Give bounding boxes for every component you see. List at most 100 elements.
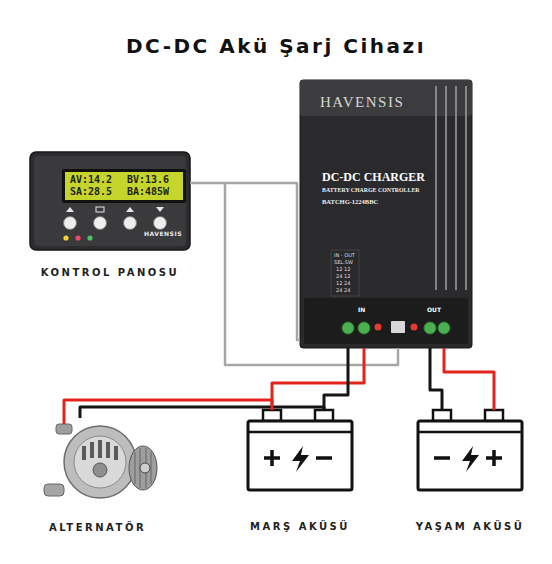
alternator-illustration-part xyxy=(135,452,136,484)
control-panel-body-part xyxy=(30,152,190,250)
starter-battery-illustration xyxy=(248,410,352,490)
house-battery-illustration-part xyxy=(486,450,502,466)
charger-body-part xyxy=(300,80,472,348)
charger-body-part xyxy=(342,322,354,334)
lcd-reading: AV:14.2 xyxy=(70,174,112,186)
starter-battery-illustration-part xyxy=(264,450,280,466)
alternator-illustration-part xyxy=(106,442,110,458)
device-label: ALTERNATÖR xyxy=(49,522,146,533)
control-panel: HAVENSISKONTROL PANOSUAV:14.2BV:13.6SA:2… xyxy=(30,152,190,250)
wire xyxy=(324,348,348,410)
charger-body-part xyxy=(438,322,450,334)
control-panel-body-part xyxy=(124,217,137,230)
alternator-illustration-part xyxy=(74,436,126,488)
lcd-reading: BV:13.6 xyxy=(127,174,169,186)
alternator-illustration-part xyxy=(129,446,157,490)
control-panel-body-part xyxy=(64,217,77,230)
alternator-illustration-part xyxy=(151,452,152,484)
control-panel-body-part xyxy=(87,235,92,240)
wire xyxy=(80,407,324,418)
cable-connector xyxy=(64,400,324,424)
wire xyxy=(444,348,494,410)
starter-battery-illustration-part xyxy=(292,446,309,472)
control-panel-body-part xyxy=(154,217,167,230)
charger-body-part xyxy=(445,86,447,290)
control-panel-body-part xyxy=(63,235,68,240)
alternator-illustration-part xyxy=(64,426,136,498)
house-battery-illustration-part xyxy=(418,431,522,434)
table-cell: 24 24 xyxy=(336,287,350,293)
charger-body-part xyxy=(411,324,418,331)
diagram-title: DC-DC Akü Şarj Cihazı xyxy=(0,34,552,58)
alternator-illustration-part xyxy=(90,442,94,458)
cable-connector xyxy=(190,183,398,365)
terminal-label: OUT xyxy=(427,306,441,313)
control-panel-body xyxy=(30,152,190,250)
house-battery-illustration-part xyxy=(462,446,479,472)
alternator-illustration-part xyxy=(44,484,64,496)
starter-battery-illustration-part xyxy=(316,456,332,460)
charger-body xyxy=(300,80,472,348)
control-panel-body-part xyxy=(94,217,107,230)
house-battery-illustration-part xyxy=(485,410,503,421)
alternator-illustration-part xyxy=(82,446,86,460)
model-number: BATCHG-1224BBC xyxy=(322,198,378,205)
alternator-illustration xyxy=(44,424,157,498)
house-battery-illustration xyxy=(418,410,522,490)
control-panel-body-part xyxy=(126,207,134,212)
wire xyxy=(272,348,364,410)
house-battery-illustration-part xyxy=(433,410,451,421)
charger-body-part xyxy=(391,321,405,333)
device-title: DC-DC CHARGER xyxy=(322,170,425,185)
charger-body-part xyxy=(375,324,382,331)
charger-body-part xyxy=(331,250,359,296)
table-cell: 24 12 xyxy=(336,273,350,279)
charger-body-part xyxy=(435,86,437,290)
starter-battery-illustration-part xyxy=(315,410,333,421)
alternator-illustration-part xyxy=(98,440,102,458)
starter-battery: MARŞ AKÜSÜ xyxy=(248,410,352,490)
table-cell: 12 12 xyxy=(336,266,350,272)
charger-body-part xyxy=(465,86,467,290)
house-battery: YAŞAM AKÜSÜ xyxy=(418,410,522,490)
wire xyxy=(225,183,398,365)
lcd-reading: SA:28.5 xyxy=(70,186,112,198)
charger-body-part xyxy=(358,322,370,334)
charger-body-part xyxy=(424,322,436,334)
alternator: ALTERNATÖR xyxy=(35,418,160,503)
charger-body-part xyxy=(304,298,468,344)
device-label: KONTROL PANOSU xyxy=(41,267,179,278)
lcd-reading: BA:485W xyxy=(127,186,169,198)
charger-body-part xyxy=(455,86,457,290)
house-battery-illustration-part xyxy=(418,421,522,490)
table-cell: 12 24 xyxy=(336,280,350,286)
dc-dc-charger: HAVENSIS DC-DC CHARGER BATTERY CHARGE CONT… xyxy=(300,80,472,348)
alternator-illustration-part xyxy=(114,446,118,460)
device-subtitle: BATTERY CHARGE CONTROLLER xyxy=(322,187,420,193)
control-panel-body-part xyxy=(96,207,104,212)
starter-battery-illustration-part xyxy=(248,431,352,434)
control-panel-body-part xyxy=(156,207,164,212)
alternator-illustration-part xyxy=(56,424,72,434)
table-cell: SEL.SW xyxy=(334,259,353,265)
wire xyxy=(64,400,272,424)
table-cell: IN - OUT xyxy=(334,252,355,258)
control-panel-body-part xyxy=(66,207,74,212)
terminal-label: IN xyxy=(358,306,365,313)
brand-logo: HAVENSIS xyxy=(320,94,404,111)
control-panel-body-part xyxy=(65,172,183,200)
lcd-display: AV:14.2 BV:13.6SA:28.5 BA:485W xyxy=(65,172,183,200)
device-label: MARŞ AKÜSÜ xyxy=(250,521,350,532)
cable-connector xyxy=(430,348,494,410)
brand-logo: HAVENSIS xyxy=(144,230,182,237)
cable-connector xyxy=(272,348,364,410)
starter-battery-illustration-part xyxy=(248,421,352,490)
control-panel-body-part xyxy=(75,235,80,240)
control-panel-body-part xyxy=(62,169,186,203)
control-panel-body-part xyxy=(34,156,186,246)
alternator-illustration-part xyxy=(140,463,150,473)
